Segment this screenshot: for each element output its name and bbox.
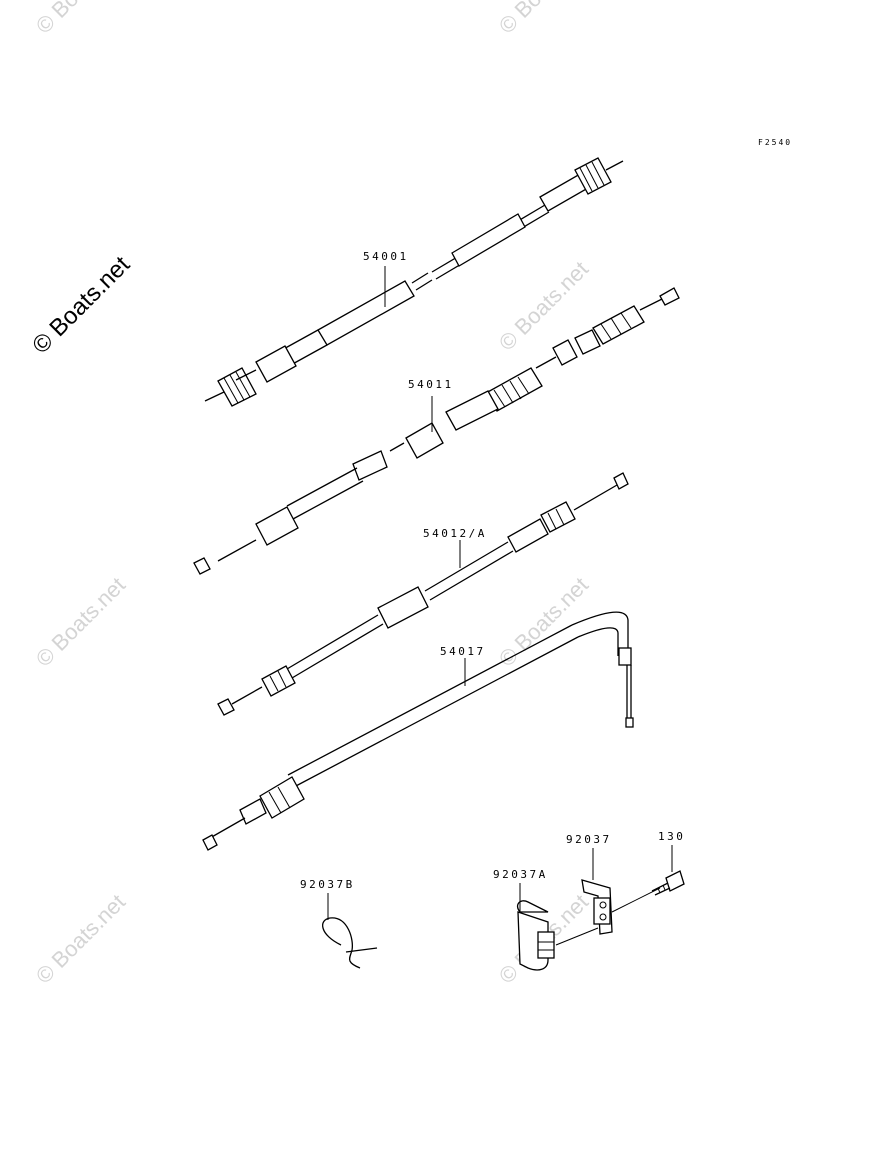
part-label-54017: 54017 <box>440 645 486 658</box>
choke-cable <box>202 611 634 851</box>
part-label-54011: 54011 <box>408 378 454 391</box>
watermark-2: © Boats.net <box>494 0 593 39</box>
watermarks: © Boats.net © Boats.net © Boats.net © Bo… <box>31 0 593 989</box>
throttle-cable <box>193 287 680 575</box>
speedometer-cable <box>204 157 624 407</box>
part-label-92037a: 92037A <box>493 868 548 881</box>
part-label-92037b: 92037B <box>300 878 355 891</box>
watermark-6: © Boats.net <box>31 889 130 988</box>
figure-code: F2540 <box>758 138 792 147</box>
part-label-54012a: 54012/A <box>423 527 487 540</box>
watermark-1: © Boats.net <box>31 0 130 39</box>
main-watermark: © Boats.net <box>27 251 135 359</box>
part-label-130: 130 <box>658 830 685 843</box>
part-label-54001: 54001 <box>363 250 409 263</box>
clip-92037b <box>322 893 378 969</box>
clamp-assembly <box>516 845 685 971</box>
part-label-92037: 92037 <box>566 833 612 846</box>
watermark-4: © Boats.net <box>31 572 130 671</box>
throttle-return-cable <box>217 472 629 716</box>
